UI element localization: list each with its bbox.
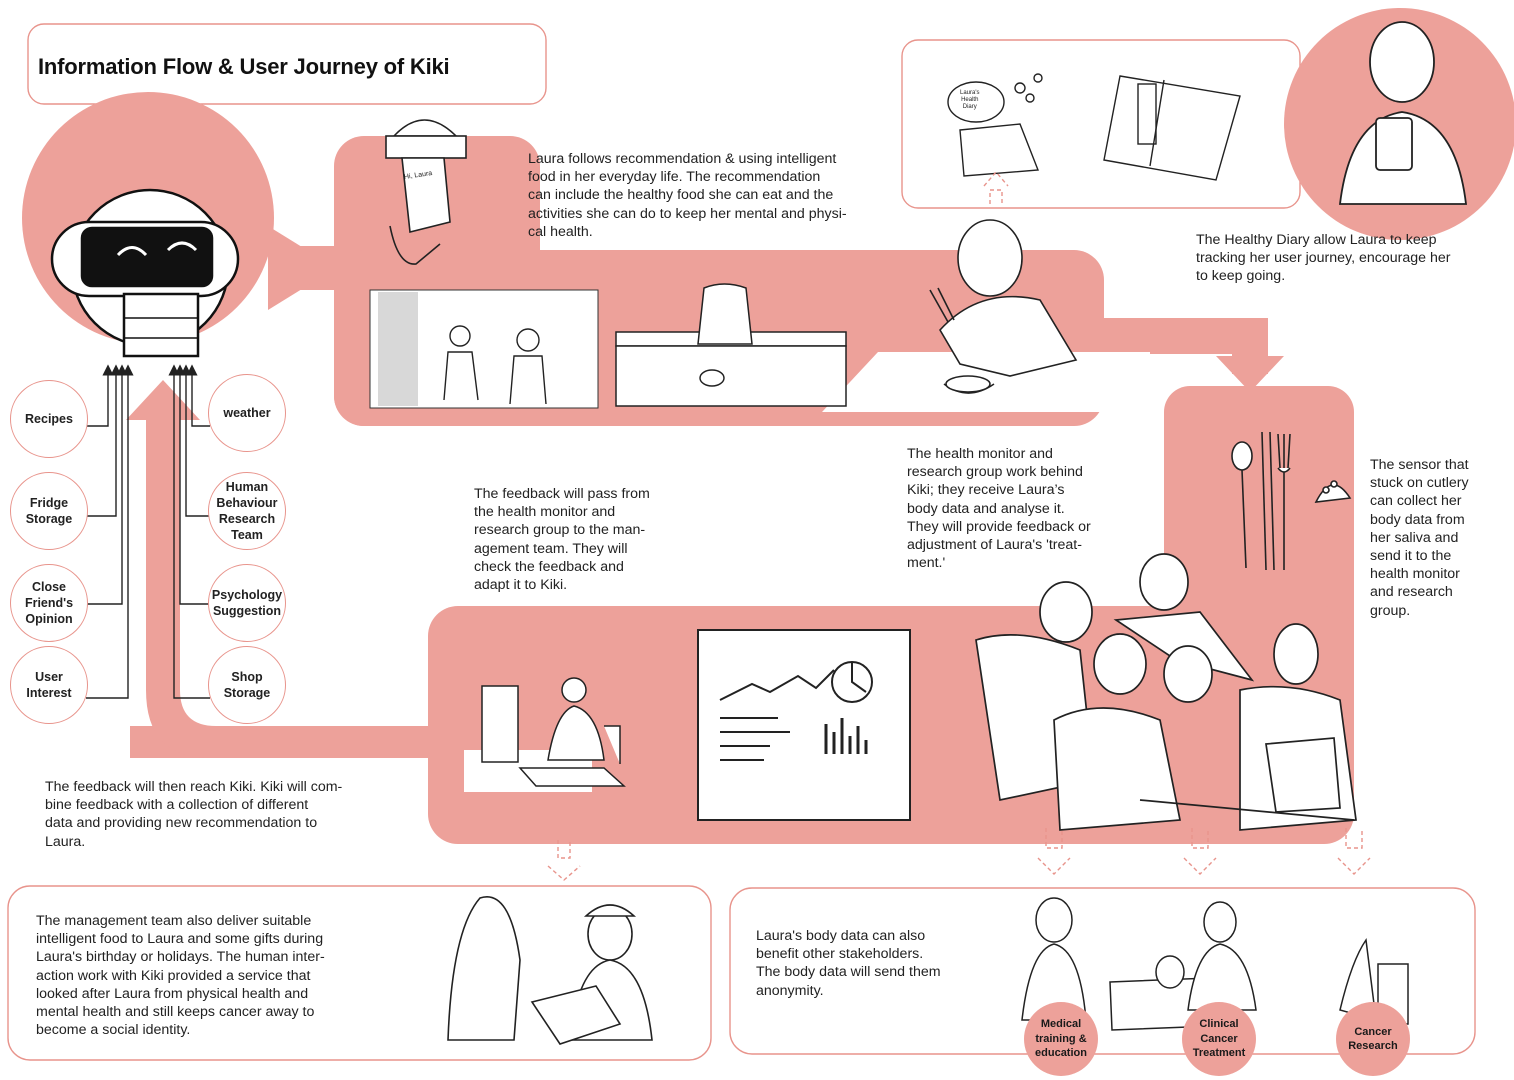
input-fridge-storage: Fridge Storage (10, 472, 88, 550)
input-weather: weather (208, 374, 286, 452)
input-close-friends-opinion: Close Friend's Opinion (10, 564, 88, 642)
receipt-illustration (385, 119, 467, 265)
note-feedback-management: The feedback will pass from the health m… (474, 486, 650, 594)
note-management-delivery: The management team also deliver suitabl… (36, 913, 325, 1039)
delivery-illustration (447, 896, 653, 1045)
input-human-behaviour-research-team: Human Behaviour Research Team (208, 472, 286, 550)
research-team-illustration (975, 553, 1357, 831)
dashboard-illustration (697, 629, 911, 821)
diary-up-arrow (983, 170, 1009, 204)
note-health-monitor: The health monitor and research group wo… (907, 446, 1091, 572)
stakeholder-box (729, 887, 1476, 1055)
cutlery-illustration (1231, 431, 1352, 571)
laura-portrait-illustration (1338, 21, 1468, 205)
kiki-robot-illustration (50, 188, 240, 358)
note-healthy-diary: The Healthy Diary allow Laura to keep tr… (1196, 232, 1451, 285)
delivery-box (7, 885, 712, 1061)
diary-bubble-text: Laura's Health Diary (960, 90, 980, 110)
note-sensor: The sensor that stuck on cutlery can col… (1370, 457, 1469, 619)
operator-illustration (481, 677, 626, 787)
stakeholder-clinical-cancer-treatment: Clinical Cancer Treatment (1182, 1002, 1256, 1076)
note-body-data: Laura's body data can also benefit other… (756, 928, 941, 999)
diary-box (901, 39, 1301, 209)
dashed-arrows (547, 828, 1371, 881)
note-feedback-kiki: The feedback will then reach Kiki. Kiki … (45, 779, 343, 850)
stakeholder-cancer-research: Cancer Research (1336, 1002, 1410, 1076)
input-shop-storage: Shop Storage (208, 646, 286, 724)
input-psychology-suggestion: Psychology Suggestion (208, 564, 286, 642)
diary-illustration (947, 73, 1241, 181)
page-title: Information Flow & User Journey of Kiki (38, 54, 450, 79)
note-recommendation: Laura follows recommendation & using int… (528, 151, 847, 240)
stakeholder-illustrations (1021, 897, 1409, 1031)
park-people-illustration (378, 292, 547, 406)
kitchen-illustration (615, 283, 847, 407)
stakeholder-medical-training: Medical training & education (1024, 1002, 1098, 1076)
input-connectors (86, 364, 210, 699)
input-user-interest: User Interest (10, 646, 88, 724)
title-box (27, 23, 547, 105)
input-recipes: Recipes (10, 380, 88, 458)
eating-woman-illustration (929, 219, 1078, 394)
